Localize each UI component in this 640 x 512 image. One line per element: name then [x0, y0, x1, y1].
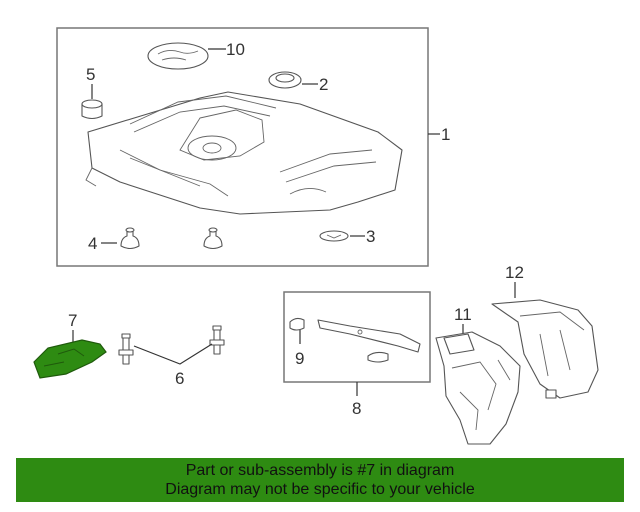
part-4-insulator-2[interactable] — [203, 227, 223, 250]
callout-1: 1 — [441, 125, 450, 144]
callout-4: 4 — [88, 234, 97, 253]
banner-line-1: Part or sub-assembly is #7 in diagram — [185, 462, 455, 479]
part-1-engine-cover[interactable] — [85, 91, 403, 215]
part-6-stud-left[interactable] — [118, 333, 134, 365]
callout-3: 3 — [366, 227, 375, 246]
callout-9: 9 — [295, 349, 304, 368]
part-9-clip[interactable] — [289, 317, 305, 331]
info-banner: Part or sub-assembly is #7 in diagram Di… — [16, 458, 624, 502]
banner-line-2: Diagram may not be specific to your vehi… — [165, 481, 475, 498]
callout-6: 6 — [175, 369, 184, 388]
leader-6 — [133, 343, 213, 365]
part-4-insulator[interactable] — [120, 227, 140, 250]
engine-cover-group-frame — [56, 27, 429, 267]
callout-12: 12 — [505, 263, 524, 282]
part-11-duct[interactable] — [435, 331, 521, 445]
callout-5: 5 — [86, 65, 95, 84]
part-12-bracket[interactable] — [491, 299, 599, 399]
part-8-bracket-rail[interactable] — [317, 319, 421, 353]
callout-8: 8 — [352, 399, 361, 418]
callout-7: 7 — [68, 311, 77, 330]
callout-2: 2 — [319, 75, 328, 94]
part-7-highlighted[interactable] — [33, 339, 107, 379]
callout-11: 11 — [454, 305, 472, 324]
part-8-pad[interactable] — [367, 351, 389, 363]
bracket-group-frame — [283, 291, 431, 383]
part-6-stud-right[interactable] — [209, 325, 225, 355]
part-2-grommet[interactable] — [268, 71, 302, 89]
callout-10: 10 — [226, 40, 245, 59]
part-5-insulator[interactable] — [81, 99, 103, 120]
part-3-washer[interactable] — [319, 230, 349, 242]
part-10-emblem[interactable] — [147, 42, 209, 70]
